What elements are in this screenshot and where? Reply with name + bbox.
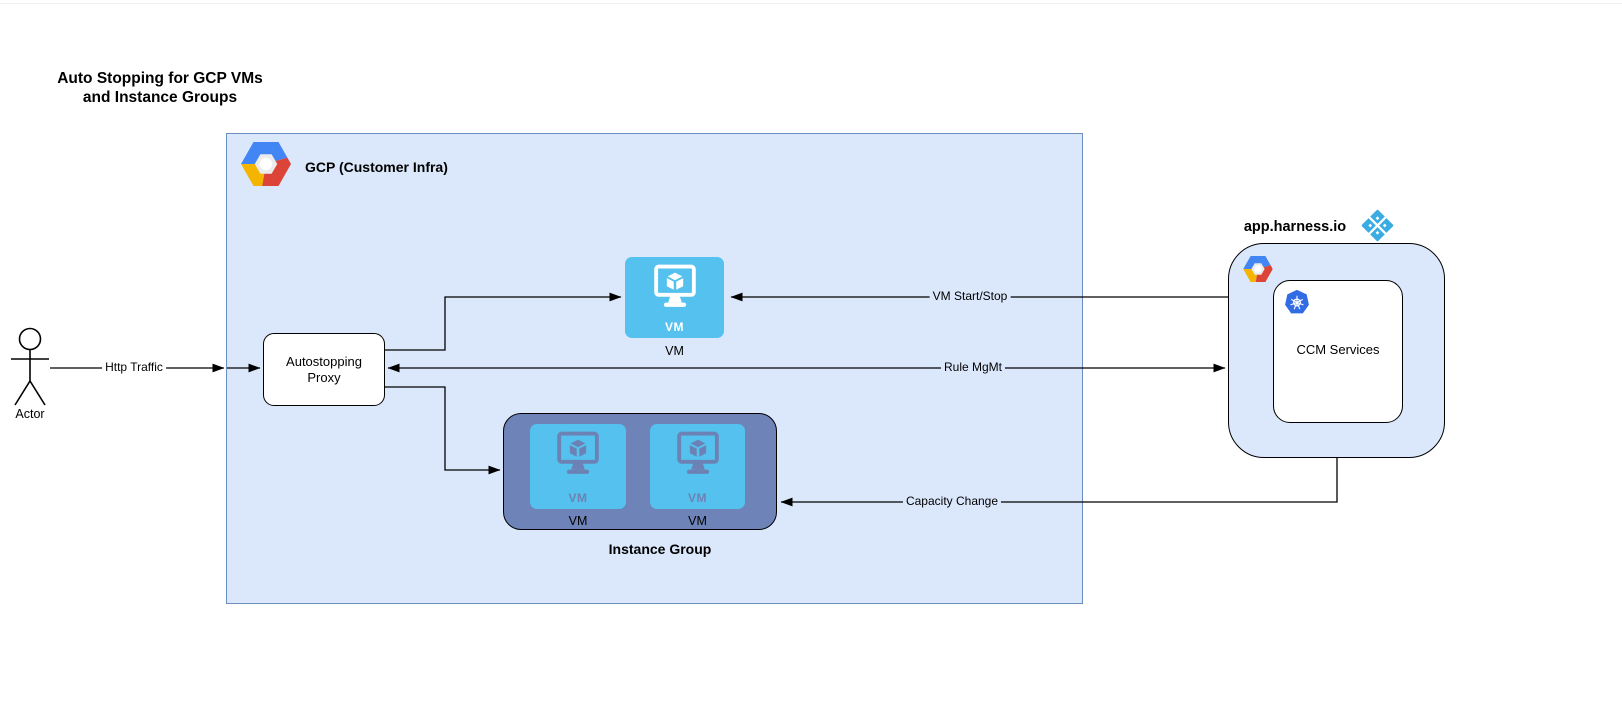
ccm-services-label: CCM Services	[1296, 342, 1380, 357]
diagram-title-line2: and Instance Groups	[82, 89, 238, 106]
vm-caption: VM	[665, 344, 684, 358]
vm-monitor-icon	[653, 264, 696, 307]
top-divider	[0, 3, 1622, 4]
ccm-services-node: CCM Services	[1273, 280, 1403, 423]
harness-logo-icon	[1361, 209, 1394, 242]
harness-domain-label: app.harness.io	[1243, 219, 1347, 235]
vm-monitor-icon	[557, 431, 599, 474]
kubernetes-icon	[1285, 290, 1309, 314]
autostopping-proxy-node: Autostopping Proxy	[263, 333, 385, 406]
edge-label-capacity-change: Capacity Change	[902, 494, 1002, 508]
gcp-logo-small-icon	[1243, 256, 1273, 282]
vm-tile-label: VM	[665, 320, 684, 334]
proxy-label-line2: Proxy	[307, 369, 341, 385]
instance-group-container: VM VM VM VM	[503, 413, 777, 530]
actor-label: Actor	[15, 407, 45, 421]
vm-caption: VM	[688, 514, 707, 528]
instance-group-caption: Instance Group	[608, 541, 712, 557]
actor-icon	[11, 327, 49, 406]
edge-label-http-traffic: Http Traffic	[102, 360, 166, 374]
vm-monitor-icon	[676, 431, 719, 474]
edge-label-vm-start-stop: VM Start/Stop	[929, 289, 1011, 303]
edge-label-rule-mgmt: Rule MgMt	[940, 360, 1006, 374]
harness-container: CCM Services	[1228, 243, 1445, 458]
vm-node: VM	[625, 257, 724, 338]
diagram-title-line1: Auto Stopping for GCP VMs	[57, 70, 263, 87]
instance-group-vm-node: VM	[530, 424, 626, 509]
gcp-container-label: GCP (Customer Infra)	[305, 159, 448, 175]
vm-caption: VM	[568, 514, 588, 528]
vm-tile-label: VM	[688, 491, 707, 505]
diagram-title: Auto Stopping for GCP VMs and Instance G…	[35, 69, 285, 107]
vm-tile-label: VM	[568, 491, 588, 505]
gcp-logo-icon	[241, 142, 291, 186]
instance-group-vm-node: VM	[650, 424, 745, 509]
proxy-label-line1: Autostopping	[286, 354, 362, 369]
